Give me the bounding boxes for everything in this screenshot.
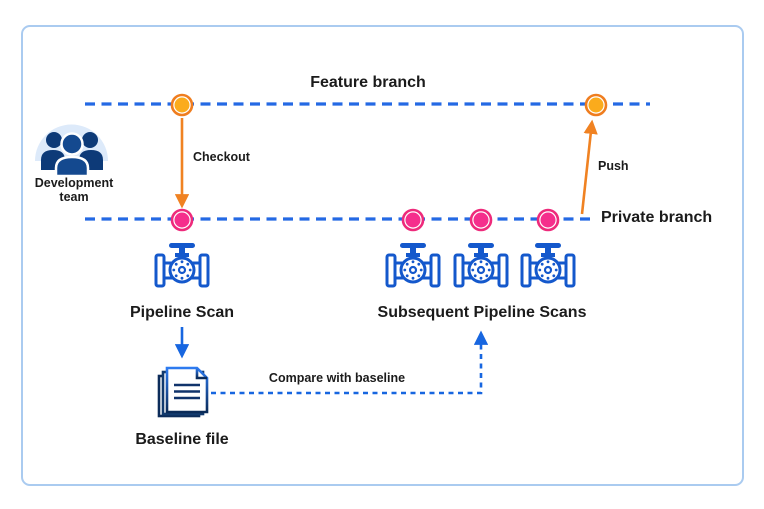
pipeline-scan-label: Pipeline Scan [129, 304, 235, 321]
commit-dot-feature-2 [584, 93, 608, 117]
private-branch-label: Private branch [601, 209, 713, 226]
checkout-label: Checkout [193, 150, 250, 164]
valve-icon [520, 241, 576, 288]
commit-dot-private-3 [469, 208, 493, 232]
valve-icon [453, 241, 509, 288]
valve-icon [385, 241, 441, 288]
team-icon [35, 124, 108, 178]
commit-dot-private-2 [401, 208, 425, 232]
valve-icon [154, 241, 210, 288]
document-stack-icon [157, 366, 209, 418]
subsequent-pipeline-scans-label: Subsequent Pipeline Scans [377, 304, 587, 321]
development-team-label: Development team [34, 176, 114, 205]
compare-path [211, 330, 489, 395]
push-arrow [580, 119, 598, 215]
diagram-frame [21, 25, 744, 486]
commit-dot-private-4 [536, 208, 560, 232]
commit-dot-feature-1 [170, 93, 194, 117]
compare-with-baseline-label: Compare with baseline [268, 371, 406, 385]
feature-branch-label: Feature branch [310, 74, 426, 91]
push-label: Push [598, 159, 629, 173]
baseline-file-label: Baseline file [135, 431, 229, 448]
commit-dot-private-1 [170, 208, 194, 232]
